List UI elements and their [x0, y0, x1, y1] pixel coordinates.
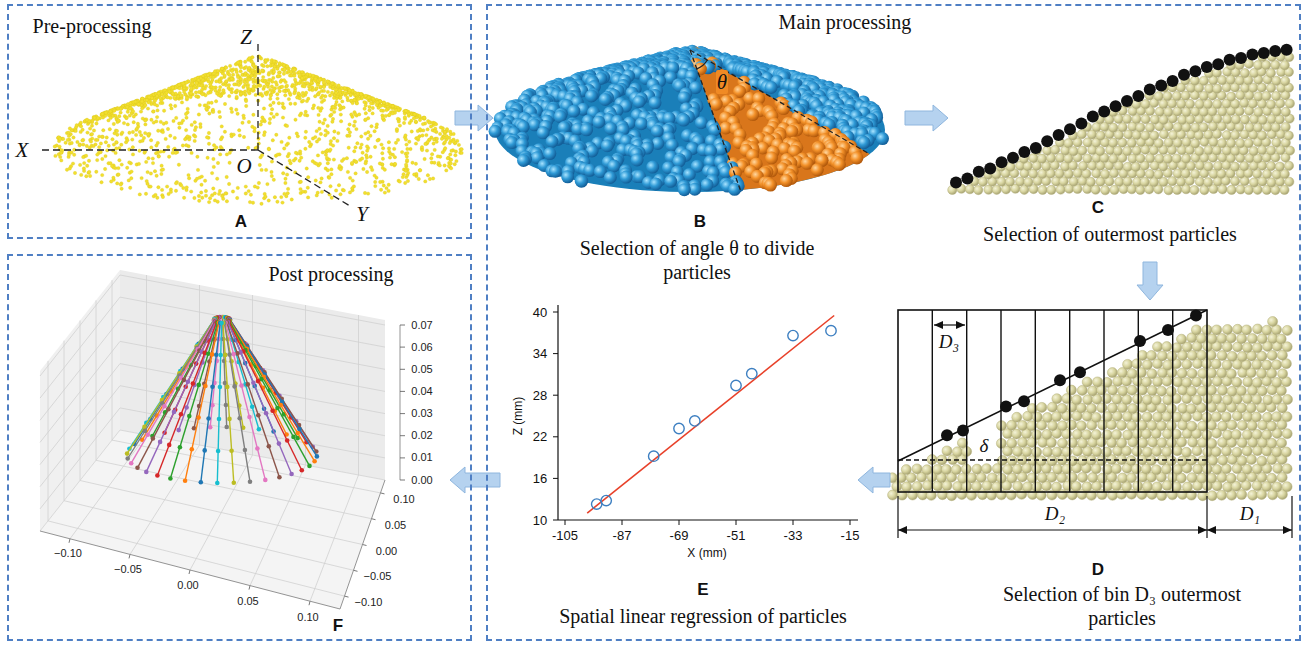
figure: XZOYθD₃δD₂D₁403428221610-105-87-69-51-33…: [0, 0, 1306, 645]
